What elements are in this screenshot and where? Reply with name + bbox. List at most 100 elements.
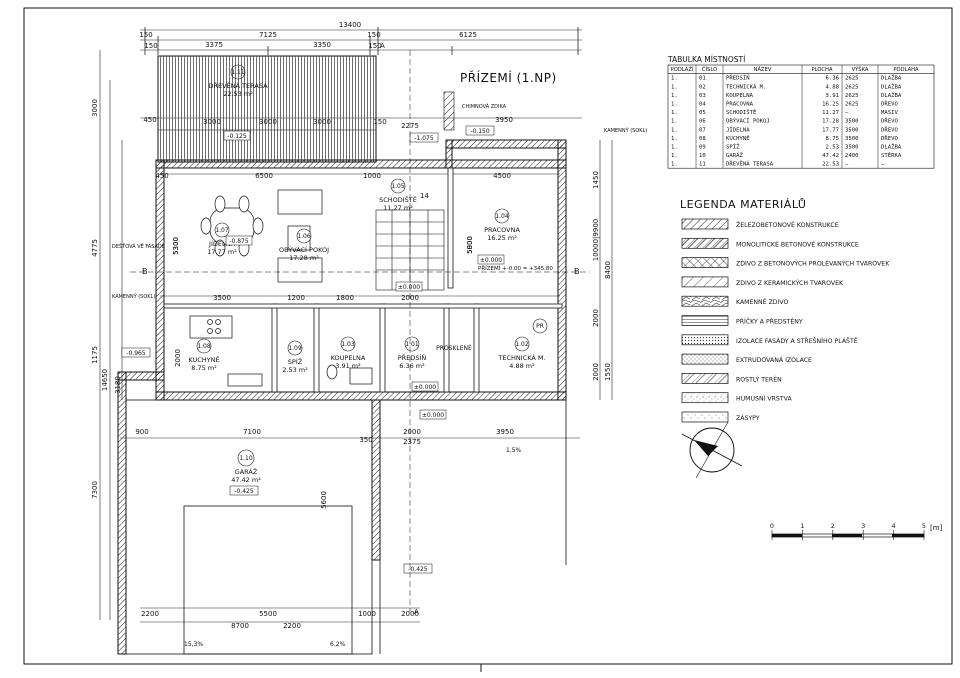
- room-1-01-name: PŘEDSÍŇ: [398, 353, 427, 362]
- table-cell: 1.: [671, 102, 678, 108]
- dim-h-16: 5500: [259, 610, 277, 618]
- level-dining: -0.875: [229, 238, 249, 245]
- dim-top-3: 6125: [459, 31, 477, 39]
- level-garage: -0.425: [234, 488, 254, 495]
- dim-terrace-5: 150: [373, 118, 386, 126]
- table-cell: 03: [699, 93, 706, 99]
- table-cell: 11: [699, 162, 706, 168]
- dim-terrace-1: 450: [143, 116, 156, 124]
- table-cell: 3500: [845, 136, 858, 142]
- dim-right-1: 1450: [592, 171, 600, 189]
- legend-swatch: [681, 295, 729, 307]
- table-cell: –: [845, 162, 849, 168]
- scale-tick-label: 3: [861, 522, 865, 530]
- table-header-cell: VÝŠKA: [852, 66, 869, 73]
- legend-swatch: [681, 353, 729, 365]
- dim-left-1: 3000: [91, 99, 99, 117]
- level-stair: ±0.000: [398, 284, 420, 291]
- room-1-01: 1.01 PŘEDSÍŇ 6.36 m²: [398, 336, 427, 370]
- room-labels: 1.11 DŘEVĚNÁ TERASA 22.53 m² 1.07 JÍDELN…: [188, 64, 546, 484]
- level-top-right: -0.150: [470, 128, 490, 135]
- dim-h-13: 2375: [403, 438, 421, 446]
- table-cell: 07: [699, 127, 706, 133]
- table-cell: DLAŽBA: [881, 143, 902, 151]
- table-cell: 6.36: [826, 76, 839, 82]
- dim-right-3: 8400: [604, 261, 612, 279]
- legend-swatch: [681, 218, 729, 230]
- dim-right-7: 5800: [466, 236, 474, 254]
- legend-swatch: [681, 334, 729, 346]
- room-1-03-name: KOUPELNA: [331, 354, 366, 362]
- room-1-11-name: DŘEVĚNÁ TERASA: [208, 81, 268, 90]
- dim-h-14: 3950: [496, 428, 514, 436]
- table-cell: DLAŽBA: [881, 82, 902, 90]
- table-cell: DLAŽBA: [881, 91, 902, 99]
- scale-tick-label: 4: [892, 522, 896, 530]
- dim-sub-4: 150: [368, 42, 381, 50]
- table-cell: GARÁŽ: [726, 151, 743, 159]
- room-1-04-id: 1.04: [495, 213, 509, 220]
- legend-label: ROSTLÝ TERÉN: [736, 374, 782, 383]
- room-1-09-name: SPÍŽ: [288, 357, 303, 366]
- scale-tick-label: 2: [831, 522, 835, 530]
- legend-label: KAMENNÉ ZDIVO: [736, 297, 789, 306]
- table-header-cell: NÁZEV: [754, 66, 772, 73]
- legend-swatch: [681, 237, 729, 249]
- table-cell: 2.53: [826, 145, 839, 151]
- dim-h-3: 1000: [363, 172, 381, 180]
- level-markers: -0.125 -0.875 -0.965 ±0.000 ±0.000 -1.07…: [121, 125, 505, 574]
- room-1-03-area: 3.91 m²: [335, 362, 361, 370]
- dim-h-15: 2200: [141, 610, 159, 618]
- dim-right-6: 2000: [592, 363, 600, 381]
- room-1-06-area: 17.28 m²: [289, 254, 319, 262]
- legend-title: LEGENDA MATERIÁLŮ: [680, 198, 806, 211]
- room-1-10: 1.10 GARÁŽ 47.42 m²: [231, 449, 261, 484]
- table-header-cell: ČÍSLO: [702, 66, 717, 73]
- table-cell: DLAŽBA: [881, 74, 902, 82]
- dim-total: 13400: [339, 21, 361, 29]
- table-cell: 01: [699, 76, 706, 82]
- table-header-cell: PLOCHA: [812, 67, 833, 73]
- table-cell: 17.28: [822, 119, 839, 125]
- table-cell: 4.88: [826, 84, 840, 90]
- table-cell: PRACOVNA: [726, 102, 754, 108]
- table-cell: DŘEVO: [881, 100, 898, 108]
- room-1-11-id: 1.11: [231, 69, 245, 76]
- table-cell: 10: [699, 153, 706, 159]
- table-cell: 1.: [671, 127, 678, 133]
- stair-steps-label: 14: [420, 192, 429, 200]
- table-cell: 1.: [671, 76, 678, 82]
- dim-h-18: 2000: [401, 610, 419, 618]
- north-arrow: [681, 421, 743, 479]
- floor-ref-label: PŘÍZEMÍ +-0.00 = +345.80: [478, 264, 553, 272]
- dim-h-5: 3500: [213, 294, 231, 302]
- table-cell: –: [845, 110, 849, 116]
- room-1-06-id: 1.06: [297, 233, 311, 240]
- dim-h-20: 2200: [283, 622, 301, 630]
- section-a-bottom: A: [414, 608, 419, 616]
- dim-top-1: 150: [139, 31, 152, 39]
- level-drive: -0.425: [408, 566, 428, 573]
- table-cell: 3500: [845, 119, 858, 125]
- table-border: [667, 64, 935, 169]
- room-1-07-area: 17.77 m²: [207, 248, 237, 256]
- garage-outline: [125, 399, 567, 655]
- room-1-05: 1.05 SCHODIŠTĚ 11.27 m²: [379, 178, 417, 212]
- legend-swatch: [681, 411, 729, 423]
- table-cell: 1.: [671, 145, 678, 151]
- left-note: DEŠŤOVÁ VĚ FASÁDĚ: [112, 242, 165, 250]
- interior-dimension-labels: 450 6500 1000 4500 3500 1200 1800 2000 9…: [135, 172, 514, 630]
- level-hall: ±0.000: [414, 384, 436, 391]
- plan-title: PŘÍZEMÍ (1.NP): [460, 70, 557, 85]
- legend-swatch: [681, 315, 729, 326]
- table-cell: 1.: [671, 162, 678, 168]
- table-cell: DŘEVĚNÁ TERASA: [726, 160, 774, 168]
- dim-h-2: 6500: [255, 172, 273, 180]
- dim-sub-2: 3375: [205, 41, 223, 49]
- room-1-05-id: 1.05: [391, 183, 405, 190]
- bathroom-fixtures: [326, 364, 373, 385]
- table-cell: DŘEVO: [881, 125, 898, 133]
- dim-top-2: 7125: [259, 31, 277, 39]
